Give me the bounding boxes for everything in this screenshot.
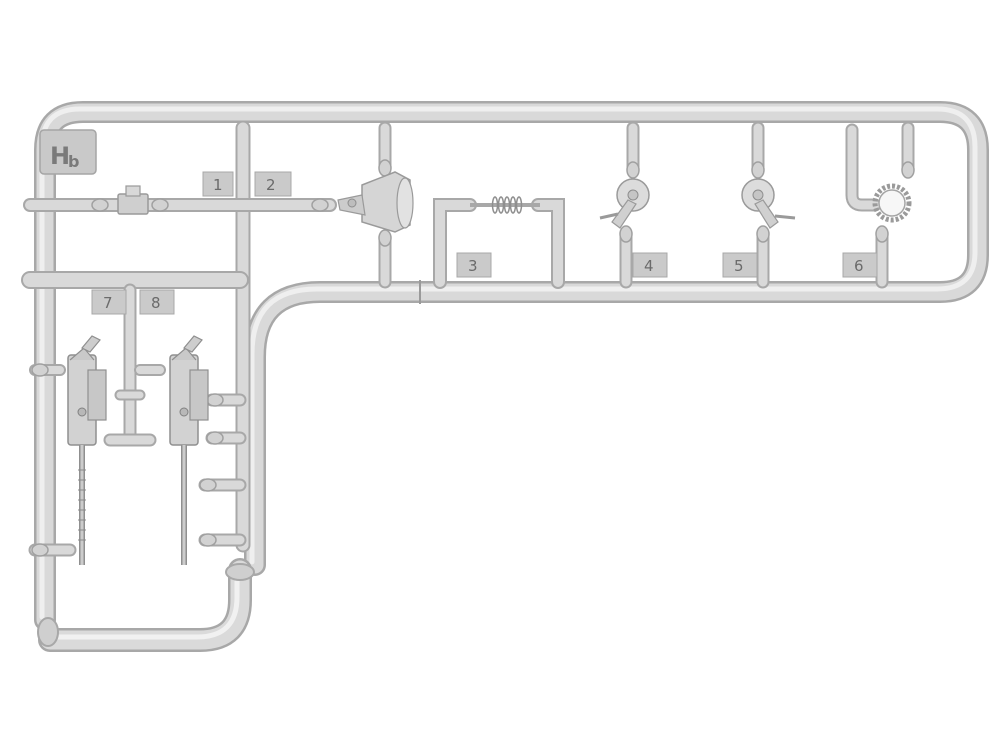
part-number-2: 2: [266, 176, 276, 194]
part-disc-lever-4: [599, 178, 650, 229]
sprue-code-letter: H: [50, 142, 70, 170]
part-number-6: 6: [854, 257, 864, 275]
part-lamp-housing: [337, 171, 414, 233]
part-number-5: 5: [734, 257, 744, 275]
part-machine-gun-8: [169, 335, 209, 565]
part-spring: [470, 196, 540, 214]
runner-end-cap: [37, 617, 59, 647]
part-number-3: 3: [468, 257, 478, 275]
outer-frame: [34, 101, 989, 652]
part-number-7: 7: [103, 294, 113, 312]
part-tag-8: 8: [139, 289, 175, 315]
part-tag-1: 1: [202, 171, 234, 197]
part-tag-3: 3: [456, 252, 492, 278]
sprue-code-suffix: b: [68, 152, 79, 171]
part-machine-gun-7: [67, 335, 107, 565]
runner-end-cap: [225, 563, 255, 581]
part-number-1: 1: [213, 176, 223, 194]
inner-runners: [21, 120, 915, 557]
part-small-bracket: [117, 185, 149, 215]
part-tag-4: 4: [632, 252, 668, 278]
part-number-8: 8: [151, 294, 161, 312]
part-number-4: 4: [644, 257, 654, 275]
part-tags: 1 2 3 4 5 6 7 8: [91, 171, 878, 315]
part-gear-6: [872, 183, 912, 223]
part-tag-2: 2: [254, 171, 292, 197]
part-tag-7: 7: [91, 289, 127, 315]
part-disc-lever-5: [741, 178, 796, 229]
gate-nubs: [31, 159, 915, 557]
sprue-code-tab: H b: [39, 129, 97, 175]
part-tag-6: 6: [842, 252, 878, 278]
part-tag-5: 5: [722, 252, 758, 278]
